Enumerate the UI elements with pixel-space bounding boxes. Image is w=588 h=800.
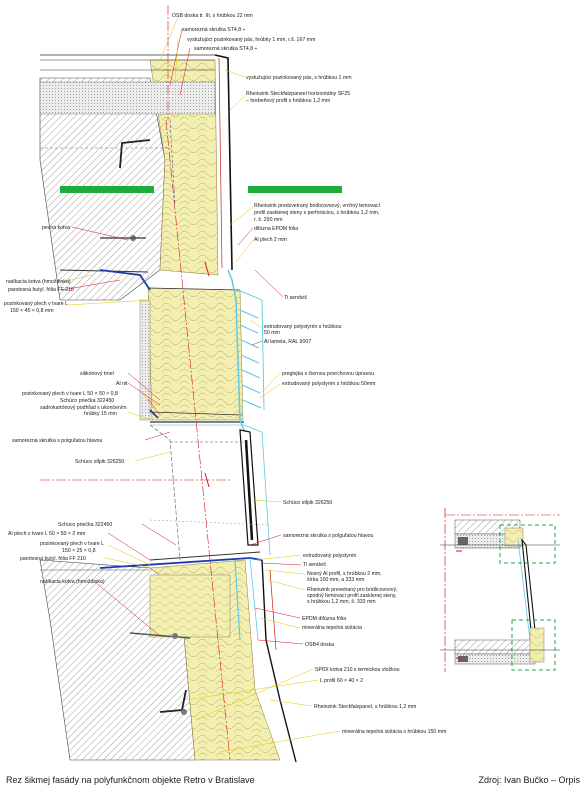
label-rheinzink-top-flashing-2: profil zasklenej steny s perforáciou, s … (254, 210, 379, 216)
label-fixed-anchor: pevná kotva (42, 225, 70, 231)
label-plasterboard: sadrokartónový podhľad s ukončením (40, 405, 127, 411)
overview-lower-slab (454, 639, 536, 655)
label-epdm-diffusion: EPDM difúzna fólia (302, 616, 346, 622)
label-l-profile: L profil 60 × 40 × 2 (320, 678, 363, 684)
label-schuco-mullion-left: Schüco stĺpik 326250 (75, 458, 124, 465)
label-xps-50: extrudovaný polystyrén s hrúbkou (264, 324, 342, 330)
label-plywood: preglejka s čiernou povrchovou úpravou (282, 371, 374, 377)
upper-anchor (119, 139, 151, 169)
label-osb-board: OSB doska tr. III, s hrúbkou 22 mm (172, 13, 253, 19)
label-nail-anchor-lower: natíkacia kotva (hmoždinka) (40, 579, 105, 585)
label-galvanized-l-upper-2: 150 × 45 × 0,8 mm (10, 308, 54, 314)
label-rheinzink-steckfalz: Rheinzink Steckfalzpanel, s hrúbkou 1,2 … (314, 704, 416, 710)
label-schuco-transom-lower: Schüco priečka 322450 (58, 522, 112, 528)
label-xps-50mm: extrudovaný polystyrén s hrúbkou 50mm (282, 381, 375, 387)
figure-caption: Rez šikmej fasády na polyfunkčnom objekt… (6, 775, 255, 785)
label-al-rivet: Al nit (116, 381, 128, 387)
label-al-l-sheet: Al plech v tvare L 50 × 50 × 2 mm (8, 531, 85, 537)
section-axes (40, 5, 231, 761)
label-epdm-foil: difúzna EPDM fólia (254, 226, 298, 232)
label-al-bearing-profile: Nosný Al profil, s hrúbkou 2 mm, (307, 571, 382, 577)
vapour-barrier-upper (99, 269, 151, 291)
label-osb4: OSB4 doska (305, 642, 334, 648)
label-plasterboard-2: hrúbky 15 mm (84, 411, 117, 417)
label-ti-sandwich-2: Ti sendvič (303, 562, 327, 568)
label-xps-lower: extrudovaný polystyrén (303, 553, 356, 559)
label-galvanized-l-lower-2: 150 × 25 × 0,8 (62, 548, 96, 554)
label-al-bearing-profile-2: šírka 100 mm, a 333 mm (307, 577, 364, 583)
right-labels: OSB doska tr. III, s hrúbkou 22 mm samor… (172, 13, 446, 735)
green-marker-right (248, 186, 342, 193)
label-screw-round-head-left: samorezná skrutka s polguľatou hlavou (12, 438, 102, 444)
figure-source: Zdroj: Ivan Bučko – Orpis (478, 775, 580, 785)
label-rheinzink-top-flashing-3: r. š. 290 mm (254, 217, 283, 223)
label-galvanized-l-upper: pozinkovaný plech v tvare L (4, 301, 68, 307)
label-al-sheet: Al plech 2 mm (254, 237, 287, 243)
label-reinforcing-strip-1: vystužujúci pozinkovaný pás, hrúbky 1 mm… (187, 37, 315, 43)
label-vapour-butyl-upper: parotesná butyl. fólia FF 210 (8, 287, 74, 293)
label-vapour-butyl-lower: parotesná butyl. fólia FF 210 (20, 556, 86, 562)
overview-section (440, 508, 560, 672)
label-ti-sandwich-1: Ti sendvič (284, 295, 308, 301)
detail-box-lower (511, 619, 556, 671)
green-marker-left (60, 186, 154, 193)
label-rheinzink-sf25: Rheinzink Steckfalzpaneel horizontálny S… (246, 91, 350, 97)
label-nail-anchor-upper: natíkacia kotva (hmoždinka) (6, 279, 71, 285)
main-section (39, 5, 342, 763)
label-rheinzink-bottom-flashing: Rheinzink prevetraný pro bridlicovoový, (307, 587, 398, 593)
upper-roof-layer (39, 81, 216, 115)
label-self-tapping-screw-1: samorezná skrutka ST4,8 ÷ (182, 27, 246, 33)
label-reinforcing-strip-2: vystužujúci pozinkovaný pás, s hrúbkou 1… (246, 75, 352, 81)
label-spidi-anchor: SPIDI kotva 210 s termickou vložkou (315, 667, 400, 673)
al-lamellas (239, 309, 262, 409)
left-labels: pevná kotva natíkacia kotva (hmoždinka) … (4, 225, 128, 585)
label-self-tapping-screw-2: samorezná skrutka ST4,8 ÷ (194, 46, 258, 52)
leader-lines (61, 16, 341, 753)
label-galvanized-l-lower: pozinkovaný plech v tvare L (40, 541, 104, 547)
label-schuco-transom-upper: Schüco priečka 322450 (60, 398, 114, 404)
label-rheinzink-bottom-flashing-3: s hrúbkou 1,2 mm, š. 333 mm (307, 599, 376, 605)
middle-glass-frame (227, 269, 249, 441)
middle-insulation (147, 287, 244, 421)
label-screw-round-head-right: samorezná skrutka s polguľatou hlavou (283, 533, 373, 539)
label-rheinzink-bottom-flashing-2: spodný lemovací profil zasklenej steny, (307, 593, 397, 599)
label-schuco-mullion-right: Schüco stĺpik 326250 (283, 499, 332, 506)
label-al-lamella: Al lamela, RAL 9007 (264, 339, 311, 345)
label-mineral-insulation: minerálna tepelná izolácia (302, 625, 362, 631)
label-rheinzink-sf25-2: – hrebeňový profil s hrúbkou 1,2 mm (246, 98, 330, 104)
label-silicone: silikónový tmel (80, 371, 114, 377)
label-galvanized-l-50: pozinkovaný plech v tvare L 50 × 50 × 0,… (22, 391, 118, 397)
label-rheinzink-top-flashing: Rheinzink predzvetraný bridlicovoový, vr… (254, 203, 381, 209)
label-xps-50-2: 50 mm (264, 330, 280, 336)
label-mineral-insulation-150: minerálna tepelná izolácia s hrúbkou 150… (342, 729, 446, 735)
detail-box-upper (499, 524, 556, 564)
